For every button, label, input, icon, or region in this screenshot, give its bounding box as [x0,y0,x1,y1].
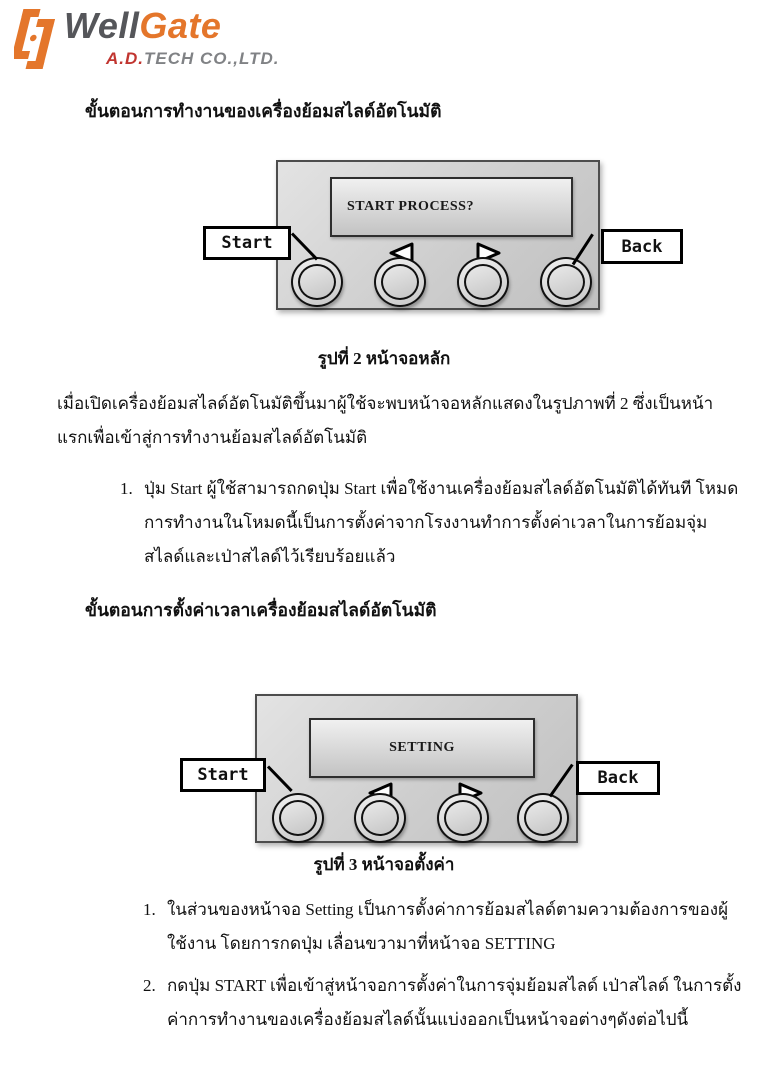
device-button-inner [444,800,482,836]
section2-list-item-1: 1. ในส่วนของหน้าจอ Setting เป็นการตั้งค่า… [143,893,745,961]
lcd-screen-text: SETTING [389,740,455,755]
start-label-box: Start [203,226,291,260]
device-button-back [540,257,592,307]
device-button-back [517,793,569,843]
section1-paragraph: เมื่อเปิดเครื่องย้อมสไลด์อัตโนมัติขึ้นมา… [57,394,714,447]
logo-wordmark: WellGate [64,6,279,46]
figure2-caption: รูปที่ 2 หน้าจอหลัก [317,349,451,368]
device-button-left [354,793,406,843]
logo-subtitle: A.D.TECH CO.,LTD. [106,49,279,69]
section2-list-item-2: 2. กดปุ่ม START เพื่อเข้าสู่หน้าจอการตั้ง… [143,969,745,1037]
device-button-right [457,257,509,307]
logo-gate-text: Gate [139,5,222,46]
device-panel: START PROCESS? [276,160,600,310]
back-label-box: Back [576,761,660,795]
device-panel: SETTING [255,694,578,843]
list-number: 1. [120,479,133,498]
logo-well-text: Well [64,5,140,46]
device-button-inner [279,800,317,836]
section1-list-item-1: 1. ปุ่ม Start ผู้ใช้สามารถกดปุ่ม Start เพ… [120,472,740,574]
device-button-start [272,793,324,843]
device-button-left [374,257,426,307]
back-label-box: Back [601,229,683,264]
wellgate-gate-icon [14,9,56,69]
section2-heading: ขั้นตอนการตั้งค่าเวลาเครื่องย้อมสไลด์อัต… [85,600,437,620]
section1-heading: ขั้นตอนการทำงานของเครื่องย้อมสไลด์อัตโนม… [85,101,442,121]
device-button-inner [524,800,562,836]
list-number: 1. [143,900,156,919]
device-button-inner [361,800,399,836]
device-button-inner [464,264,502,300]
device-button-inner [298,264,336,300]
device-button-inner [547,264,585,300]
figure-setting-screen: SETTING Start Back [0,694,768,844]
device-button-start [291,257,343,307]
wellgate-logo: WellGate A.D.TECH CO.,LTD. [14,6,279,72]
figure-main-screen: START PROCESS? Start Back [0,160,768,312]
list-text: ปุ่ม Start ผู้ใช้สามารถกดปุ่ม Start เพื่… [144,479,739,566]
list-number: 2. [143,976,156,995]
list-text: ในส่วนของหน้าจอ Setting เป็นการตั้งค่ากา… [167,900,729,953]
logo-ad-text: A.D. [106,49,144,68]
logo-company-text: TECH CO.,LTD. [144,49,280,68]
device-button-inner [381,264,419,300]
device-button-right [437,793,489,843]
lcd-screen-text: START PROCESS? [347,199,474,214]
figure3-caption: รูปที่ 3 หน้าจอตั้งค่า [313,855,455,874]
list-text: กดปุ่ม START เพื่อเข้าสู่หน้าจอการตั้งค่… [167,976,742,1029]
lcd-screen: SETTING [309,718,535,778]
lcd-screen: START PROCESS? [330,177,573,237]
start-label-box: Start [180,758,266,792]
